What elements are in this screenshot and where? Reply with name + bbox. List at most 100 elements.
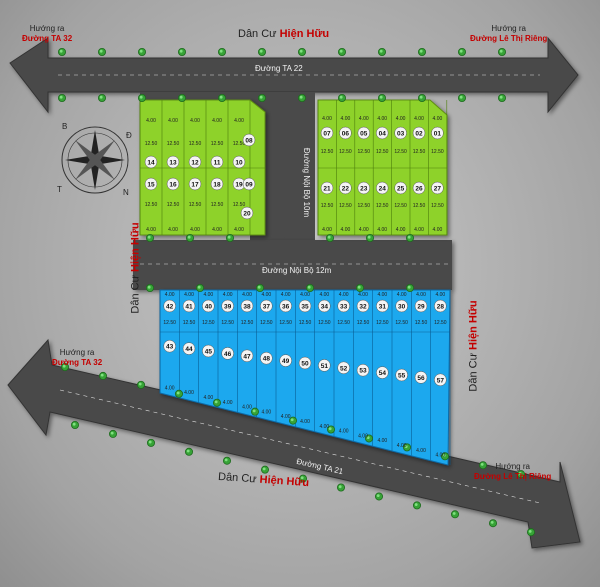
lot-number: 56	[417, 375, 425, 382]
lot-marker	[260, 299, 273, 313]
lot-number: 15	[147, 182, 155, 189]
tree-icon-highlight	[442, 454, 446, 457]
tree-icon-highlight	[299, 95, 303, 99]
lot-number: 29	[417, 304, 425, 311]
tree-icon-highlight	[414, 503, 418, 506]
lot-dimension: 12.50	[211, 202, 224, 208]
lot-dimension: 4.00	[435, 292, 445, 298]
tree-icon-highlight	[338, 485, 342, 489]
trees	[58, 48, 536, 537]
lot-marker	[356, 299, 370, 313]
lot-marker	[232, 155, 246, 169]
lot-number: 03	[397, 131, 405, 138]
lot-number: 07	[323, 131, 331, 138]
lot-dimension: 12.50	[321, 149, 334, 155]
lot-marker	[434, 299, 447, 313]
lot-dimension: 4.00	[300, 419, 310, 425]
lot-dimension: 4.00	[414, 227, 424, 233]
lot-dimension: 12.50	[241, 320, 254, 326]
lot-marker	[375, 181, 389, 195]
lot-marker	[188, 155, 202, 169]
lot-number: 02	[415, 131, 423, 138]
lot-number: 41	[185, 304, 193, 311]
residential-label-right: Dân Cư Hiện Hữu	[467, 300, 480, 392]
lot-number: 10	[235, 160, 243, 167]
lot-number: 25	[397, 186, 405, 193]
lot-marker	[356, 363, 370, 377]
lot-dimension: 4.00	[190, 118, 200, 124]
lot-number: 06	[342, 131, 350, 138]
lot-dimension: 12.50	[321, 203, 334, 209]
lot-number: 47	[243, 353, 251, 360]
tree-icon-highlight	[176, 391, 180, 395]
lot-dimension: 4.00	[435, 453, 445, 459]
lot-marker	[166, 177, 180, 191]
compass-letter-d: Đ	[126, 131, 132, 140]
lot-dimension: 4.00	[339, 429, 349, 435]
lot-dimension: 4.00	[416, 448, 426, 454]
tree-icon-highlight	[376, 494, 380, 498]
lot-number: 57	[437, 377, 445, 384]
tree-icon-highlight	[72, 422, 76, 426]
lot-dimension: 12.50	[395, 320, 408, 326]
lot-labels: 144.0012.50134.0012.50124.0012.50114.001…	[145, 116, 447, 459]
lot-dimension: 4.00	[319, 292, 329, 298]
lot-marker	[210, 177, 224, 191]
tree-icon-highlight	[197, 285, 201, 289]
compass-letter-t: T	[57, 185, 62, 194]
tree-icon-highlight	[339, 49, 343, 53]
lot-dimension: 12.50	[163, 320, 176, 326]
lot-marker	[395, 299, 408, 313]
lot-dimension: 12.50	[357, 320, 370, 326]
lot-dimension: 4.00	[168, 118, 178, 124]
tree-icon-highlight	[62, 364, 66, 368]
lot-marker	[279, 354, 292, 367]
lot-dimension: 12.50	[394, 203, 407, 209]
lot-dimension: 4.00	[339, 292, 349, 298]
lot-dimension: 4.00	[433, 227, 443, 233]
tree-icon-highlight	[259, 95, 263, 99]
lot-number: 24	[379, 186, 387, 193]
lot-number: 32	[359, 304, 367, 311]
lot-marker	[357, 181, 371, 195]
lot-dimension: 4.00	[212, 118, 222, 124]
lot-number: 37	[263, 304, 271, 311]
lot-dimension: 4.00	[261, 292, 271, 298]
tree-icon-highlight	[307, 285, 311, 289]
tree-icon-highlight	[407, 285, 411, 289]
tree-icon-highlight	[100, 373, 104, 377]
tree-icon-highlight	[186, 449, 190, 453]
tree-icon-highlight	[327, 235, 331, 239]
road-internal-b	[275, 92, 315, 250]
tree-icon-highlight	[99, 49, 103, 53]
lot-dimension: 4.00	[168, 227, 178, 233]
lot-number: 31	[379, 304, 387, 311]
road-ta21-centerline	[59, 389, 541, 504]
lot-dimension: 4.00	[322, 227, 332, 233]
tree-icon-highlight	[99, 95, 103, 99]
lot-dimension: 4.00	[397, 443, 407, 449]
lot-dimension: 4.00	[203, 292, 213, 298]
lot-dimension: 12.50	[233, 202, 246, 208]
lot-number: 18	[213, 182, 221, 189]
lot-marker	[240, 349, 254, 363]
lot-dimension: 4.00	[416, 292, 426, 298]
road-ta21	[7, 338, 581, 549]
lot-number: 16	[169, 182, 177, 189]
lot-dimension: 12.50	[318, 320, 331, 326]
lot-dimension: 12.50	[202, 320, 215, 326]
lot-dimension: 12.50	[413, 203, 426, 209]
lot-marker	[144, 177, 158, 191]
lot-marker	[242, 177, 256, 191]
lot-dimension: 12.50	[260, 320, 273, 326]
tree-icon-highlight	[148, 440, 152, 444]
lot-dimension: 4.00	[281, 414, 291, 420]
lot-dimension: 4.00	[242, 405, 252, 411]
lot-dimension: 12.50	[145, 141, 158, 147]
lot-number: 08	[245, 138, 253, 145]
lot-dimension: 4.00	[190, 227, 200, 233]
lot-number: 45	[205, 349, 213, 356]
lot-dimension: 12.50	[299, 320, 312, 326]
lot-number: 01	[434, 131, 442, 138]
lot-number: 55	[398, 373, 406, 380]
